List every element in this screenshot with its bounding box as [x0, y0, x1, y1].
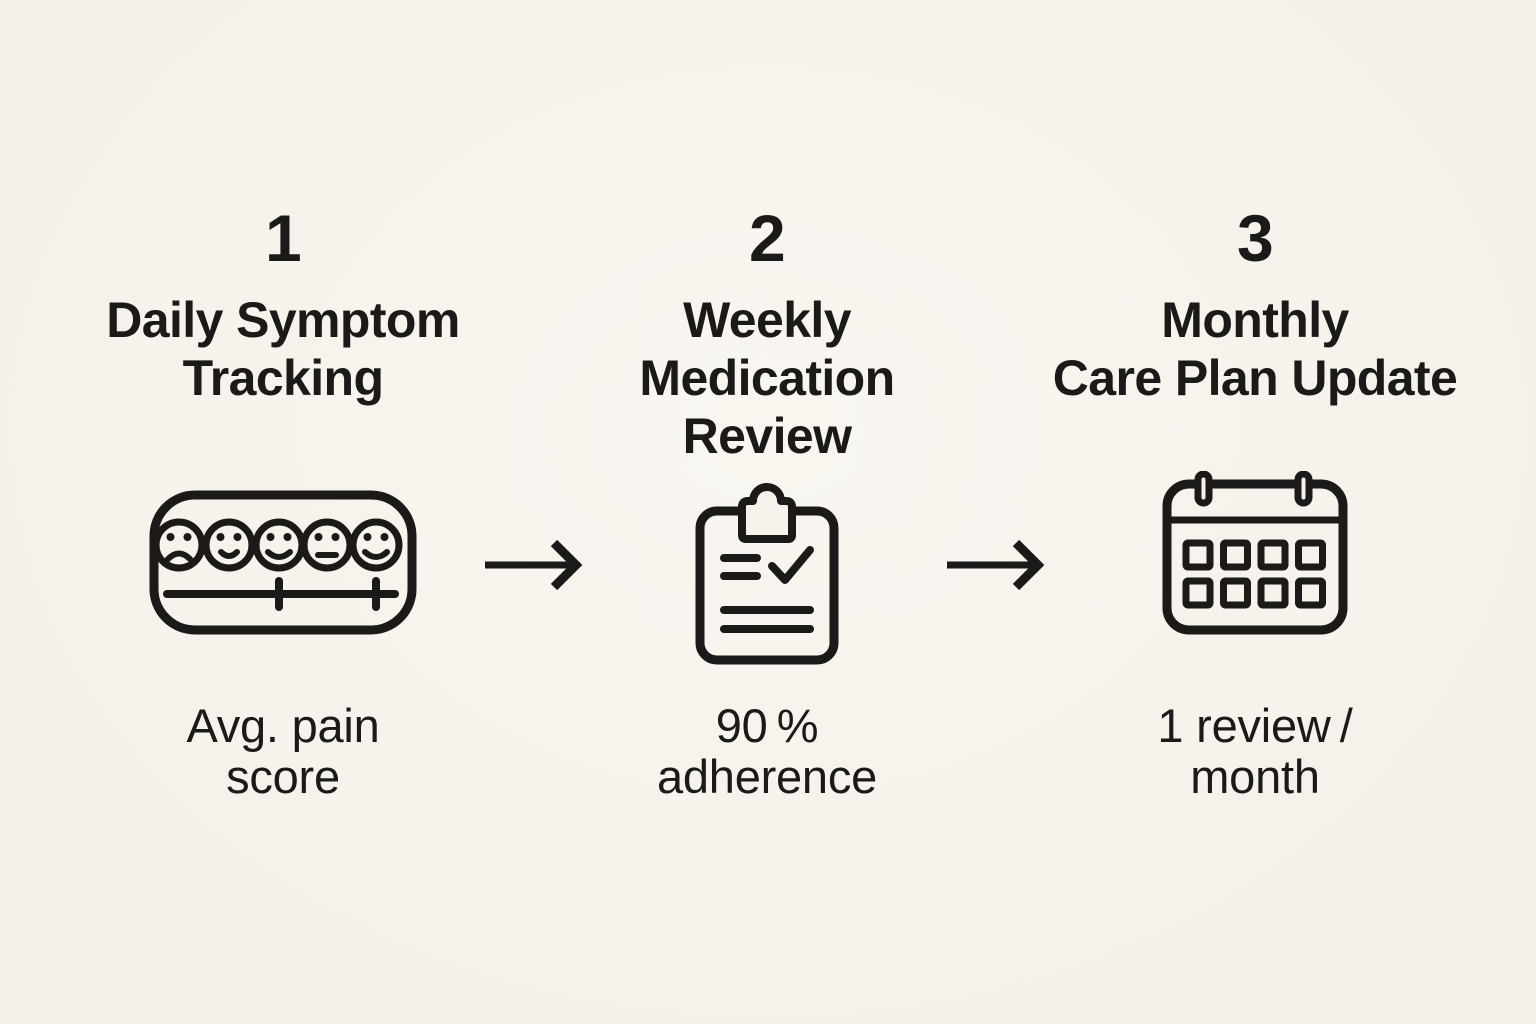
step-caption: 1 review / month — [1157, 699, 1353, 803]
step-1-daily-symptom-tracking: 1 Daily Symptom Tracking — [23, 0, 543, 1024]
calendar-icon — [1162, 471, 1348, 635]
step-number: 2 — [748, 201, 786, 275]
step-number: 3 — [1236, 201, 1274, 275]
step-caption: 90 % adherence — [656, 699, 877, 803]
step-title: Daily Symptom Tracking — [106, 292, 460, 406]
step-number: 1 — [264, 201, 302, 275]
arrow-right-icon — [482, 536, 588, 594]
clipboard-checklist-icon — [695, 481, 839, 665]
arrow-right-icon — [944, 536, 1050, 594]
step-2-weekly-medication-review: 2 Weekly Medication Review 90 % adherenc… — [507, 0, 1027, 1024]
step-3-monthly-care-plan-update: 3 Monthly Care Plan Update — [995, 0, 1515, 1024]
step-title: Weekly Medication Review — [639, 292, 895, 464]
step-caption: Avg. pain score — [186, 699, 380, 803]
step-title: Monthly Care Plan Update — [1052, 292, 1458, 406]
pain-scale-icon — [149, 490, 417, 635]
